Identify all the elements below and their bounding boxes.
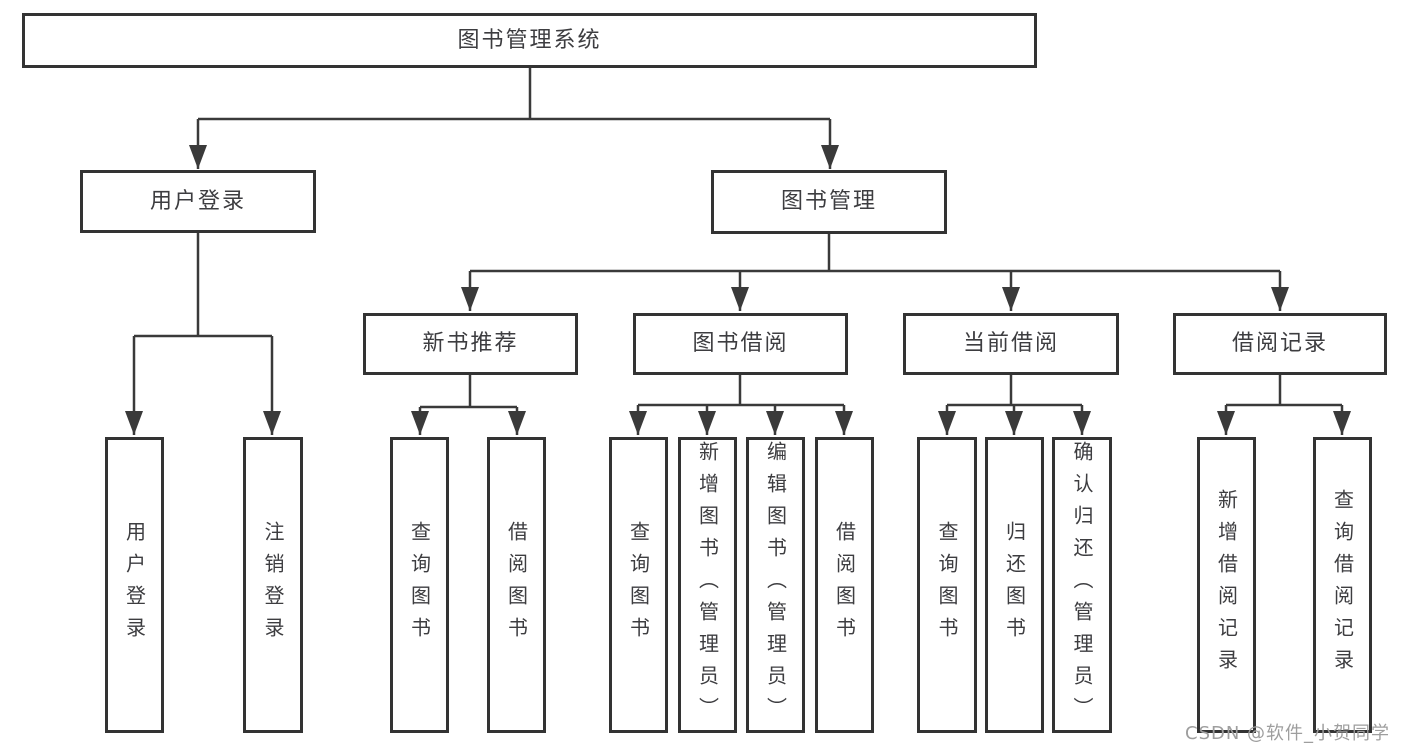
node-leaf-borrowing-borrow-books: 借阅图书 xyxy=(815,437,874,733)
node-leaf-borrowing-add-books-admin: 新增图书（管理员） xyxy=(678,437,737,733)
node-root-library-system: 图书管理系统 xyxy=(22,13,1037,68)
node-book-management: 图书管理 xyxy=(711,170,947,234)
node-leaf-borrowing-query-books: 查询图书 xyxy=(609,437,668,733)
node-new-book-recommend: 新书推荐 xyxy=(363,313,578,375)
node-current-borrowing: 当前借阅 xyxy=(903,313,1119,375)
node-leaf-recommend-query-books: 查询图书 xyxy=(390,437,449,733)
node-borrowing-records: 借阅记录 xyxy=(1173,313,1387,375)
node-book-borrowing: 图书借阅 xyxy=(633,313,848,375)
node-leaf-current-query-books: 查询图书 xyxy=(917,437,977,733)
node-leaf-current-return-books: 归还图书 xyxy=(985,437,1044,733)
node-leaf-recommend-borrow-books: 借阅图书 xyxy=(487,437,546,733)
node-leaf-current-confirm-return-admin: 确认归还（管理员） xyxy=(1052,437,1112,733)
node-leaf-records-add-record: 新增借阅记录 xyxy=(1197,437,1256,733)
node-leaf-logout: 注销登录 xyxy=(243,437,303,733)
csdn-watermark: CSDN @软件_小贺同学 xyxy=(1185,723,1391,744)
node-leaf-borrowing-edit-books-admin: 编辑图书（管理员） xyxy=(746,437,805,733)
node-leaf-records-query-record: 查询借阅记录 xyxy=(1313,437,1372,733)
node-user-login: 用户登录 xyxy=(80,170,316,233)
node-leaf-user-login: 用户登录 xyxy=(105,437,164,733)
